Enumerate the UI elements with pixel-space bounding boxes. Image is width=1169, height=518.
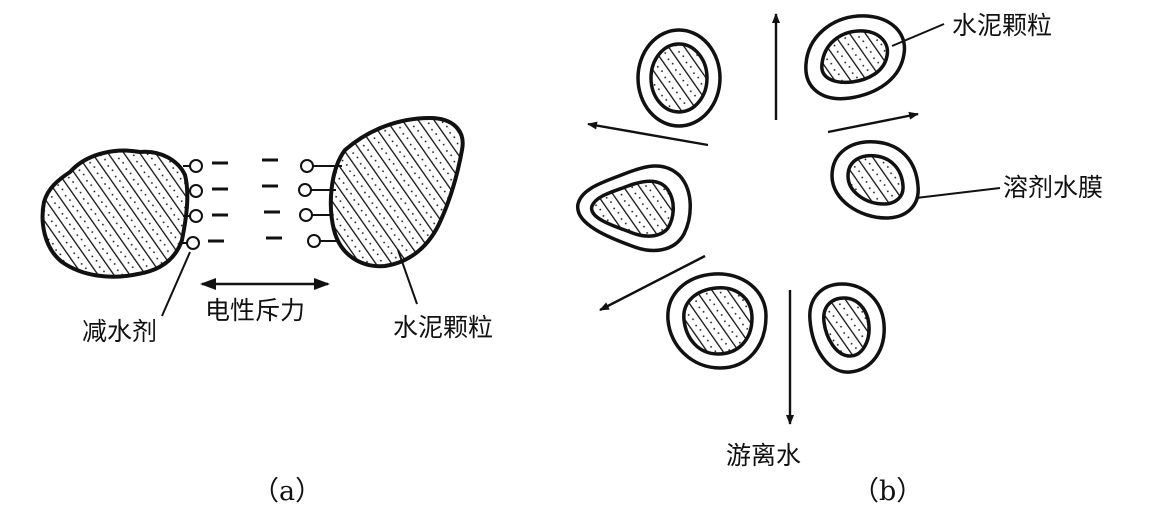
free-water-arrows: [587, 13, 919, 425]
right-negative-charges: [262, 158, 282, 240]
arrow-upper-right: [827, 111, 919, 134]
coated-particle: [636, 28, 722, 128]
caption-a: （a）: [252, 476, 322, 507]
label-cement-particle-a: 水泥颗粒: [393, 313, 493, 342]
arrow-lower-left: [599, 254, 706, 312]
cement-leader-line-b: [891, 23, 945, 47]
coated-particle: [666, 272, 768, 370]
right-cement-particle: [328, 115, 465, 269]
label-cement-particle-b: 水泥颗粒: [952, 11, 1052, 40]
left-cement-particle: [40, 148, 190, 279]
reducer-leader-line: [161, 251, 191, 317]
film-leader-line: [915, 187, 1001, 199]
coated-particle: [576, 164, 692, 253]
right-adsorbed-reducer: [298, 159, 342, 248]
left-adsorbed-reducer: [179, 159, 203, 250]
arrow-upper-left: [587, 121, 709, 147]
label-free-water: 游离水: [726, 441, 801, 470]
label-solvent-water-film: 溶剂水膜: [1003, 173, 1103, 202]
label-water-reducer: 减水剂: [82, 317, 157, 346]
coated-particle: [808, 282, 886, 374]
panel-a: 减水剂 电性斥力 水泥颗粒 （a）: [40, 115, 493, 507]
caption-b: （b）: [852, 476, 923, 507]
left-negative-charges: [208, 161, 228, 243]
repulsion-arrow: [200, 278, 330, 290]
cement-leader-line-a: [397, 249, 418, 305]
panel-b: 水泥颗粒 溶剂水膜 游离水 （b）: [576, 11, 1103, 507]
coated-particle: [830, 140, 920, 220]
coated-particle: [804, 14, 907, 101]
label-electric-repulsion: 电性斥力: [205, 296, 305, 325]
